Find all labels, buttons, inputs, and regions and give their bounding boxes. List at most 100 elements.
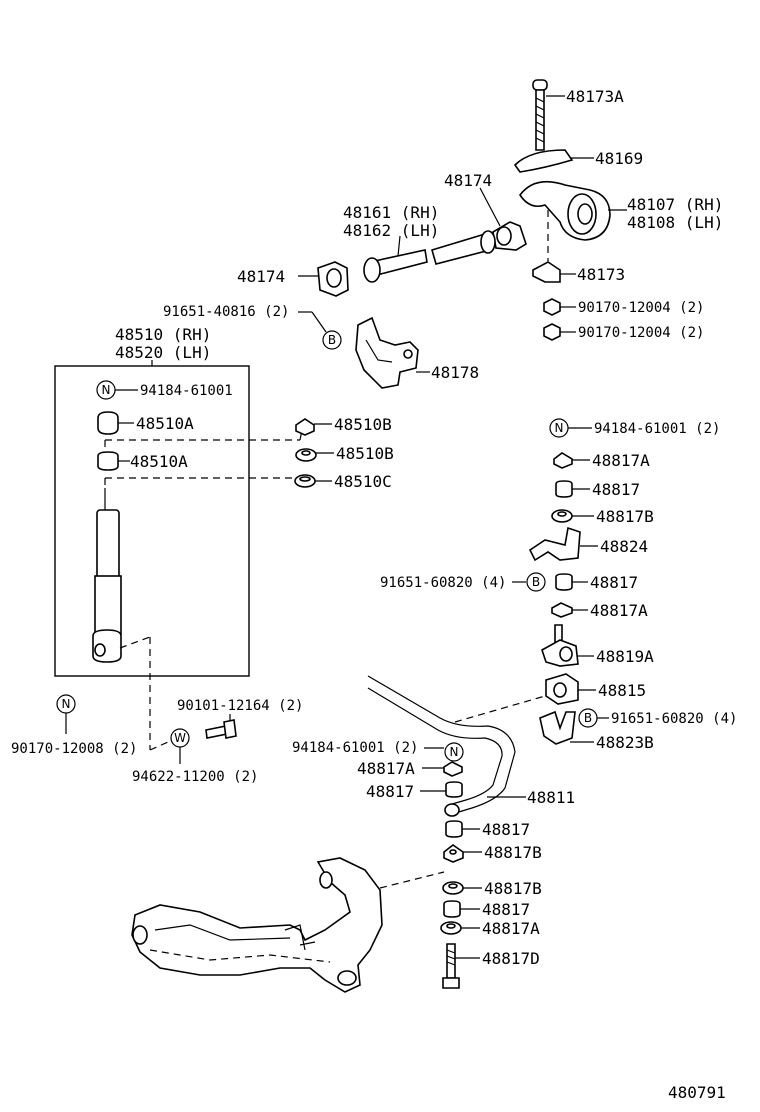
bushing-48817-b2 [443, 900, 461, 918]
svg-text:N: N [450, 745, 459, 759]
bushing-48817-m [445, 781, 463, 798]
svg-text:N: N [555, 421, 564, 435]
label-94184-box: 94184-61001 [140, 383, 233, 399]
label-48817A-r2: 48817A [590, 601, 648, 620]
label-48817-b2: 48817 [482, 900, 530, 919]
link-48819A [541, 624, 579, 667]
label-48169: 48169 [595, 149, 643, 168]
symbol-n-lower: N [56, 694, 76, 714]
symbol-b-right-a: B [526, 572, 546, 592]
bolt-48817D [442, 943, 460, 989]
label-48173A: 48173A [566, 87, 624, 106]
bushing-48510A-2 [97, 451, 119, 471]
washer-48817A-m [443, 761, 463, 777]
washer-48817B-b2 [442, 881, 464, 895]
bushing-48817-b1 [445, 820, 463, 838]
label-48811: 48811 [527, 788, 575, 807]
washer-48817B-b1 [443, 844, 464, 863]
label-48174-top: 48174 [444, 171, 492, 190]
symbol-b-circle: B [322, 330, 342, 350]
bushing-48510A-1 [97, 411, 119, 435]
label-94184-mid: 94184-61001 (2) [292, 740, 418, 756]
washer-48817A-r1 [553, 452, 573, 469]
bushing-48174-left [317, 261, 349, 297]
svg-text:N: N [62, 697, 71, 711]
label-48817-r1: 48817 [592, 480, 640, 499]
label-48178: 48178 [431, 363, 479, 382]
bracket-48823B [539, 710, 576, 745]
label-48819A: 48819A [596, 647, 654, 666]
label-48174-left: 48174 [237, 267, 285, 286]
nut-90170-b [543, 323, 561, 341]
bolt-90101 [205, 719, 237, 739]
cap-48169 [513, 149, 574, 173]
bushing-48817-r1 [555, 480, 573, 498]
shock-absorber [92, 488, 122, 663]
label-48510B-1: 48510B [334, 415, 392, 434]
label-48817A-b: 48817A [482, 919, 540, 938]
label-48510A-1: 48510A [136, 414, 194, 433]
svg-text:N: N [102, 383, 111, 397]
washer-48510B-2 [295, 448, 317, 462]
bushing-48815 [545, 673, 579, 705]
label-90170-b: 90170-12004 (2) [578, 325, 704, 341]
label-48817A-m: 48817A [357, 759, 415, 778]
label-90170-a: 90170-12004 (2) [578, 300, 704, 316]
label-91651-40816: 91651-40816 (2) [163, 304, 289, 320]
label-90101: 90101-12164 (2) [177, 698, 303, 714]
diagram-id: 480791 [668, 1083, 726, 1102]
washer-48510B-1 [295, 418, 315, 436]
label-48108: 48108 (LH) [627, 213, 723, 232]
svg-text:B: B [532, 575, 540, 589]
symbol-n-mid: N [444, 742, 464, 762]
label-48520: 48520 (LH) [115, 343, 211, 362]
label-91651-60820-a: 91651-60820 (4) [380, 575, 506, 591]
label-90170-12008: 90170-12008 (2) [11, 741, 137, 757]
label-48817B-r1: 48817B [596, 507, 654, 526]
clip-48173 [532, 261, 561, 283]
svg-text:B: B [584, 711, 592, 725]
bolt-48173A [532, 79, 548, 151]
bushing-48174-right [492, 221, 527, 251]
bushing-48510C [294, 474, 316, 488]
anchor-arm-48107 [519, 180, 611, 241]
label-48510A-2: 48510A [130, 452, 188, 471]
nut-90170-a [543, 298, 561, 316]
label-48817-r2: 48817 [590, 573, 638, 592]
label-48817A-r1: 48817A [592, 451, 650, 470]
bracket-48824 [528, 526, 581, 562]
label-91651-60820-b: 91651-60820 (4) [611, 711, 737, 727]
bushing-48817-r2 [555, 573, 573, 591]
label-48162: 48162 (LH) [343, 221, 439, 240]
label-48815: 48815 [598, 681, 646, 700]
label-48161: 48161 (RH) [343, 203, 439, 222]
label-48510: 48510 (RH) [115, 325, 211, 344]
stabilizer-bar-48811 [367, 675, 516, 817]
label-94622: 94622-11200 (2) [132, 769, 258, 785]
symbol-w-circle: W [170, 728, 190, 748]
washer-48817A-b [440, 921, 462, 935]
label-48817-m: 48817 [366, 782, 414, 801]
label-48817D: 48817D [482, 949, 540, 968]
bracket-48178 [355, 316, 419, 389]
svg-text:B: B [328, 333, 336, 347]
symbol-b-right-b: B [578, 708, 598, 728]
label-48173: 48173 [577, 265, 625, 284]
label-48824: 48824 [600, 537, 648, 556]
label-48817-b1: 48817 [482, 820, 530, 839]
label-48510C: 48510C [334, 472, 392, 491]
label-94184-right: 94184-61001 (2) [594, 421, 720, 437]
shock-absorber-kit-box [54, 365, 250, 677]
svg-text:W: W [174, 731, 186, 745]
symbol-n-right: N [549, 418, 569, 438]
label-48823B: 48823B [596, 733, 654, 752]
torsion-bar-48161 [363, 230, 496, 283]
label-48107: 48107 (RH) [627, 195, 723, 214]
label-48817B-b2: 48817B [484, 879, 542, 898]
washer-48817B-r1 [551, 509, 573, 523]
symbol-n-box: N [96, 380, 116, 400]
lower-control-arm [131, 857, 383, 993]
label-48510B-2: 48510B [336, 444, 394, 463]
label-48817B-b1: 48817B [484, 843, 542, 862]
